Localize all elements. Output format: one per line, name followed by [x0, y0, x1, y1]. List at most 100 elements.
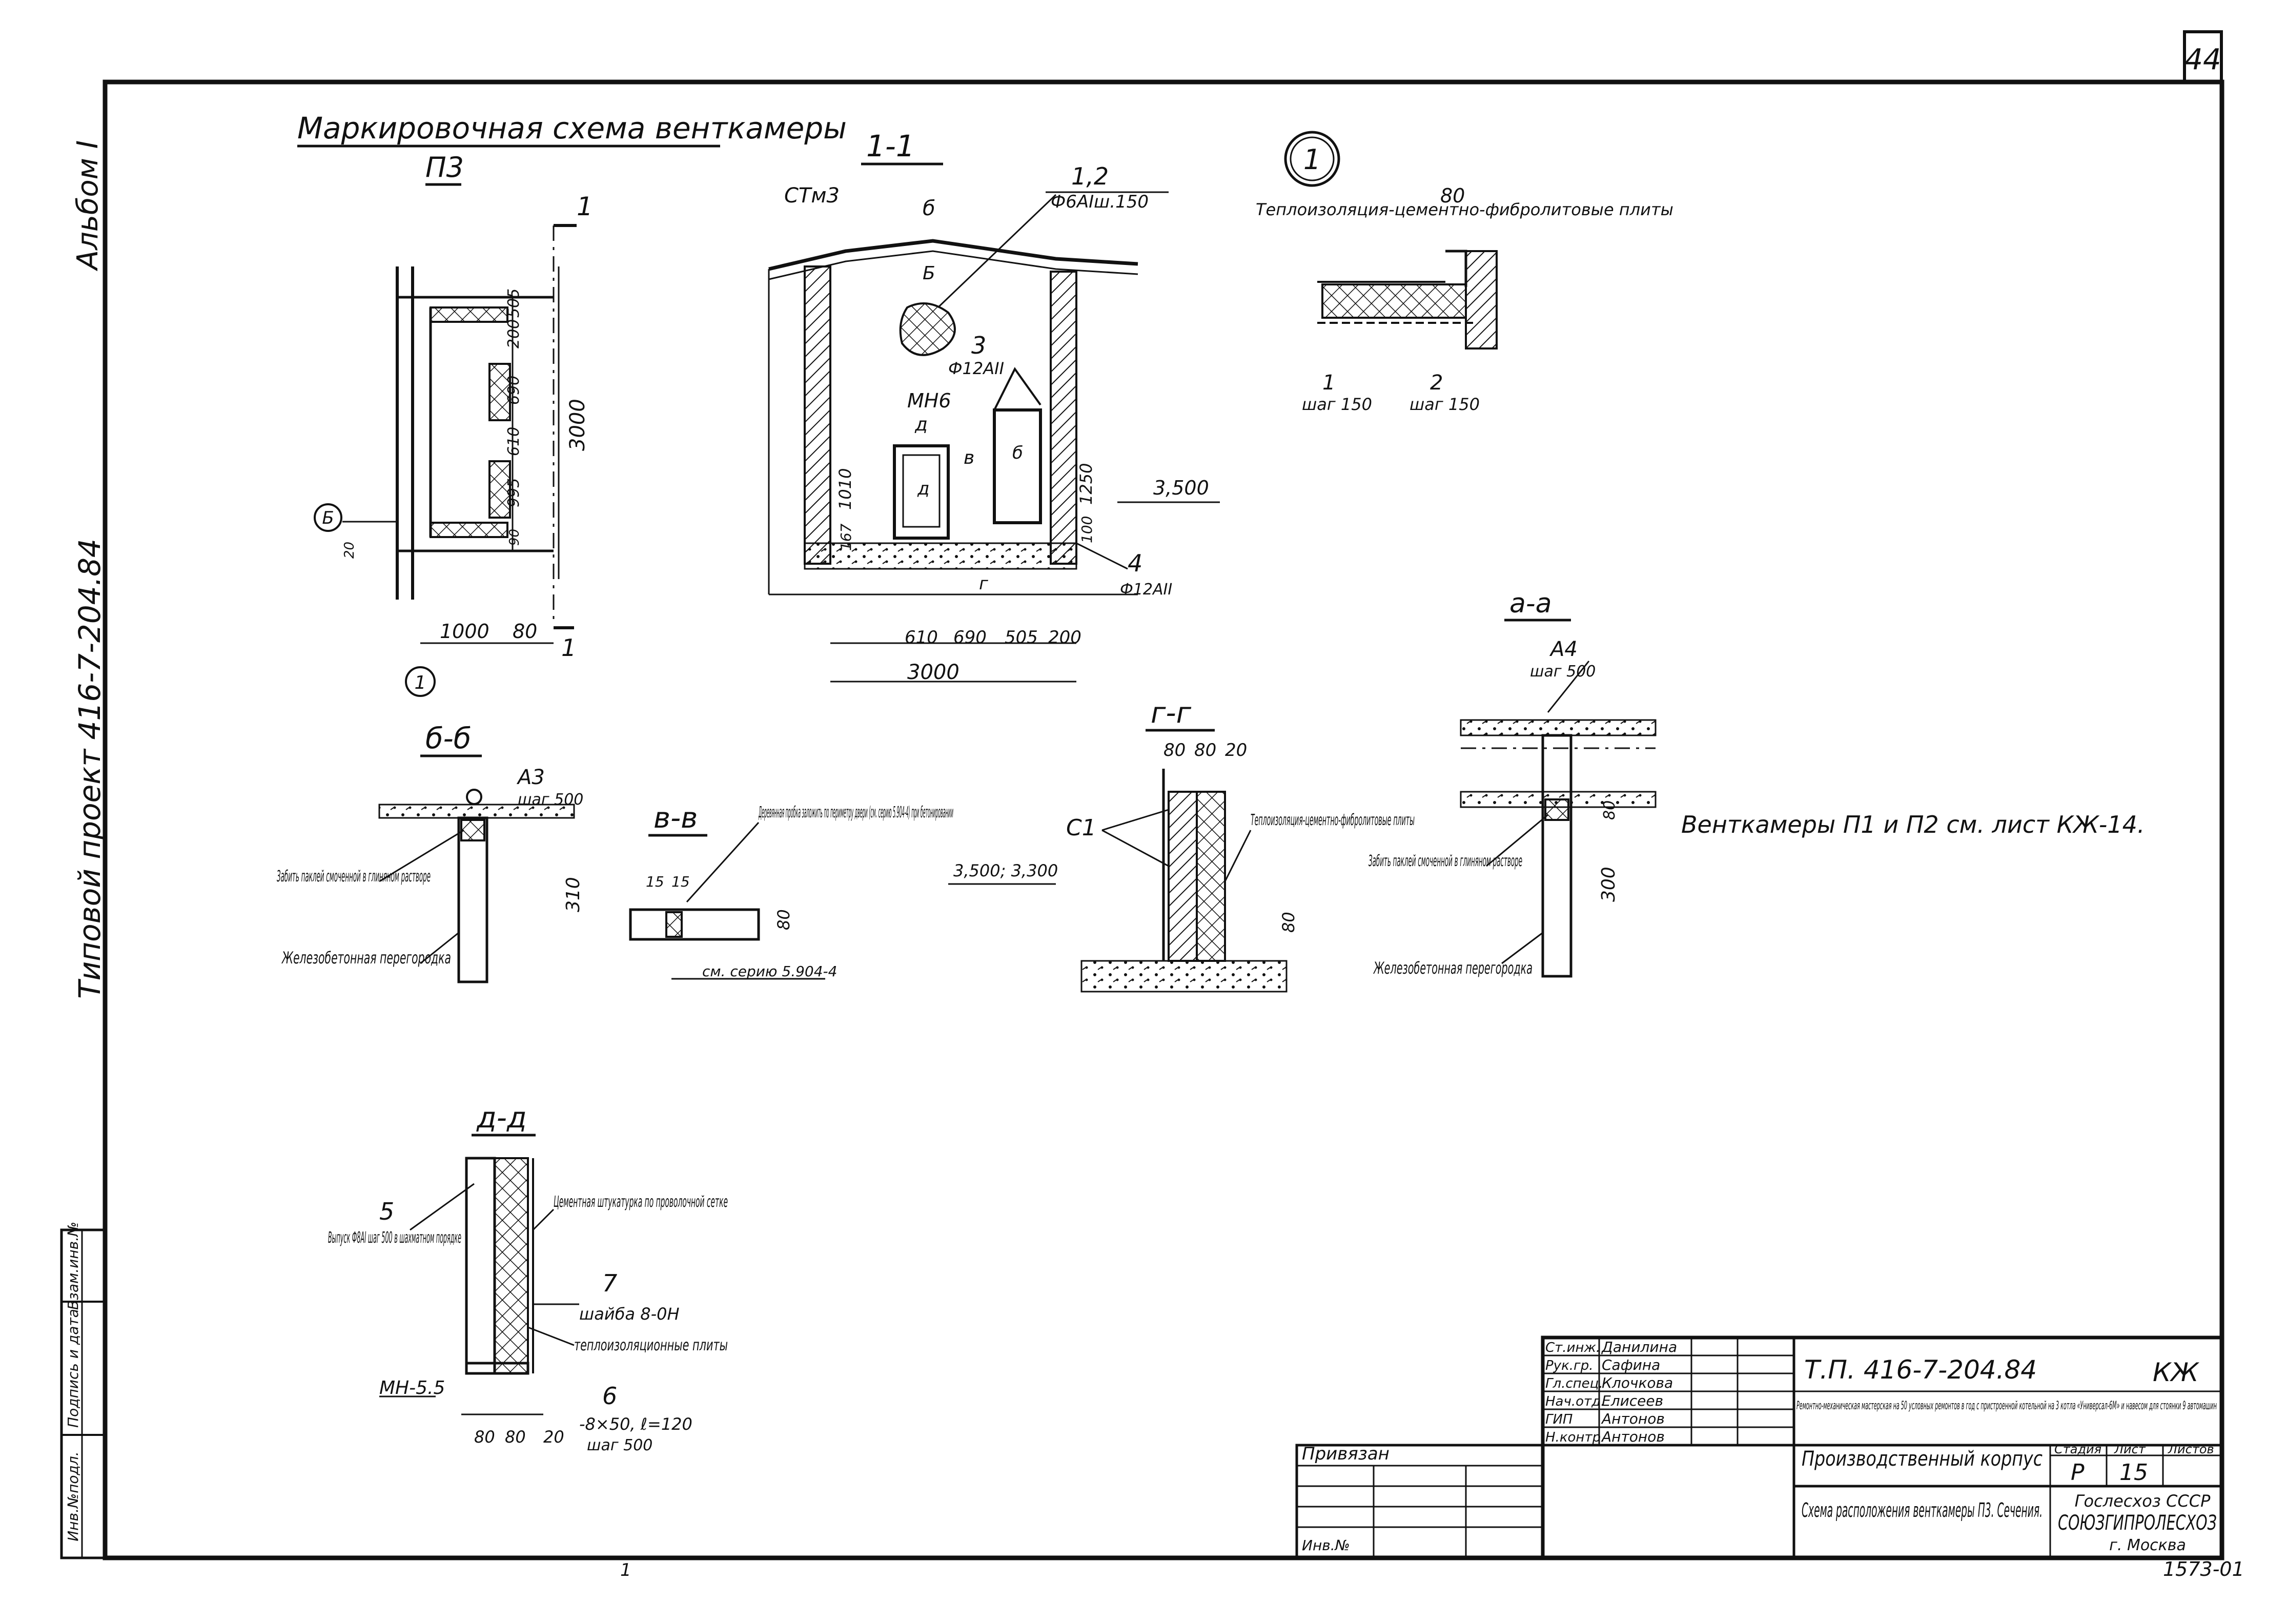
- left-strip: [60, 1228, 107, 1559]
- tb-org-1: СОЮЗГИПРОЛЕСХОЗ: [2058, 1511, 2217, 1535]
- section11-title: 1-1: [866, 129, 915, 163]
- section11-dim-3000: 3000: [907, 661, 959, 684]
- section11-level: 3,500: [1153, 477, 1209, 499]
- tb-role-2: Гл.спец.: [1545, 1376, 1603, 1391]
- sectionbb-callout-a3: А3: [516, 766, 545, 789]
- sectionbb-drawing: [378, 789, 575, 983]
- plan-section-mark-bottom: 1: [561, 634, 576, 662]
- footer-mark: 1: [620, 1560, 631, 1580]
- sectionbb-note2: Железобетонная перегородка: [281, 948, 451, 968]
- section11-dim-1250: 1250: [1076, 463, 1096, 505]
- sectionaa-title: а-а: [1509, 588, 1552, 619]
- sectiongg-dim-80: 80: [1279, 912, 1298, 933]
- tb-name-1: Сафина: [1602, 1356, 1660, 1373]
- plan-dim-690: 690: [505, 376, 523, 405]
- sectiondd-note-insul: теплоизоляционные плиты: [574, 1337, 728, 1354]
- plan-title: Маркировочная схема венткамеры: [297, 111, 847, 146]
- sectionvv-dim-15a: 15: [646, 873, 664, 890]
- sectionvv-dim-15b: 15: [671, 873, 690, 890]
- section11-drawing: [768, 239, 1138, 595]
- sectionaa-dim-80: 80: [1601, 800, 1619, 820]
- sectionvv-drawing: [629, 908, 760, 941]
- tb-stage: Р: [2071, 1459, 2085, 1486]
- plan-dim-90: 90: [507, 529, 522, 546]
- detail1-marker: 1: [1303, 143, 1321, 176]
- sectiongg-dim-80a: 80: [1163, 740, 1186, 760]
- plan-dim-610: 610: [505, 427, 523, 456]
- tb-name-2: Клочкова: [1602, 1374, 1673, 1391]
- strip-label-1: Инв.№подл.: [65, 1451, 81, 1541]
- tb-privyazan: Привязан: [1302, 1444, 1390, 1464]
- tb-role-1: Рук.гр.: [1545, 1358, 1593, 1373]
- tb-sheet-no: 15: [2119, 1459, 2148, 1486]
- tb-inv-no: Инв.№: [1302, 1537, 1350, 1554]
- tb-building: Производственный корпус: [1802, 1447, 2043, 1471]
- sectiongg-drawing: [1080, 769, 1288, 993]
- sectiondd-dim-20: 20: [543, 1427, 564, 1447]
- tb-name-0: Данилина: [1601, 1339, 1677, 1355]
- tb-stage-header: Стадия: [2054, 1442, 2101, 1456]
- sectiongg-dim-20: 20: [1225, 740, 1247, 760]
- sectiondd-callout-5-note: Выпуск Ф8АI шаг 500 в шахматном порядке: [328, 1229, 461, 1247]
- tb-org-2: г. Москва: [2109, 1536, 2186, 1554]
- sectiongg-level: 3,500; 3,300: [953, 861, 1058, 880]
- section11-callout-4: 4: [1128, 549, 1142, 577]
- section11-dim-100: 100: [1078, 516, 1095, 543]
- section11-label-g: г: [979, 573, 989, 594]
- plan-dim-200: 200: [505, 319, 523, 348]
- sectiondd-callout-6-spec: -8×50, ℓ=120: [579, 1414, 692, 1434]
- sectionbb-note1: Забить паклей смоченной в глиняном раств…: [277, 868, 431, 886]
- section11-label-b-door: б: [1012, 443, 1023, 463]
- section11-callout-3: 3: [971, 332, 986, 359]
- section11-callout-1-2-spec: Ф6АIш.150: [1051, 192, 1149, 212]
- tb-name-3: Елисеев: [1602, 1392, 1663, 1409]
- section11-callout-3-spec: Ф12АII: [948, 359, 1004, 378]
- sectiondd-callout-6-step: шаг 500: [587, 1436, 652, 1454]
- detail1-dim: 80: [1440, 184, 1465, 207]
- sectionvv-ref: см. серию 5.904-4: [702, 963, 837, 980]
- section11-dim-167: 167: [838, 523, 854, 551]
- section11-callout-4-spec: Ф12АII: [1120, 581, 1172, 599]
- detail1-label-1: 1: [1322, 371, 1335, 395]
- sectiondd-dim-80b: 80: [505, 1427, 526, 1447]
- detail1-drawing: [1317, 250, 1498, 350]
- plan-marker-b: Б: [322, 508, 334, 528]
- sectionbb-callout-a3-step: шаг 500: [518, 791, 583, 809]
- main-note: Венткамеры П1 и П2 см. лист КЖ-14.: [1681, 811, 2145, 838]
- sectionbb-title: б-б: [425, 722, 471, 755]
- section11-dim-1010: 1010: [835, 468, 855, 510]
- detail1-label-1-step: шаг 150: [1302, 395, 1372, 414]
- sectionaa-note2: Железобетонная перегородка: [1373, 958, 1533, 978]
- sectiondd-drawing: [461, 1157, 543, 1415]
- sectionvv-note: Деревянная пробка заложить по периметру …: [758, 804, 953, 821]
- sectiongg-title: г-г: [1151, 696, 1192, 730]
- plan-drawing: [396, 225, 555, 620]
- tb-name-4: Антонов: [1601, 1410, 1665, 1427]
- section11-label-b-mid: Б: [923, 263, 935, 284]
- plan-dim-20: 20: [342, 542, 357, 559]
- sectionvv-title: в-в: [654, 801, 698, 835]
- sectionaa-drawing: [1460, 719, 1657, 978]
- sectionaa-dim-300: 300: [1598, 867, 1619, 902]
- section11-label-d-mid: д: [917, 479, 930, 499]
- strip-label-2: Подпись и дата: [65, 1309, 81, 1428]
- sectiongg-label-c1: С1: [1066, 815, 1096, 841]
- tb-role-5: Н.контр.: [1545, 1430, 1605, 1445]
- section11-dim-200: 200: [1048, 627, 1081, 648]
- sectionvv-dim-80: 80: [774, 909, 793, 930]
- sectionaa-note1: Забить паклей смоченной в глиняном раств…: [1369, 852, 1522, 870]
- sectiongg-dim-80b: 80: [1194, 740, 1216, 760]
- tb-sheet-header: Лист: [2114, 1442, 2146, 1456]
- plan-dim-995: 995: [505, 478, 523, 507]
- detail1-label-2-step: шаг 150: [1410, 395, 1480, 414]
- plan-dim-80: 80: [513, 620, 537, 643]
- plan-marker-1: 1: [415, 672, 426, 693]
- plan-marker-1-circle: [405, 666, 436, 697]
- title-block-frame: [1295, 1335, 2224, 1560]
- sectiondd-dim-80a: 80: [474, 1427, 495, 1447]
- plan-marker-b-circle: [314, 503, 342, 532]
- section11-label-b-top: б: [923, 197, 935, 220]
- detail1-note: Теплоизоляция-цементно-фибролитовые плит…: [1256, 200, 1673, 219]
- sectionbb-dim-310: 310: [563, 877, 584, 912]
